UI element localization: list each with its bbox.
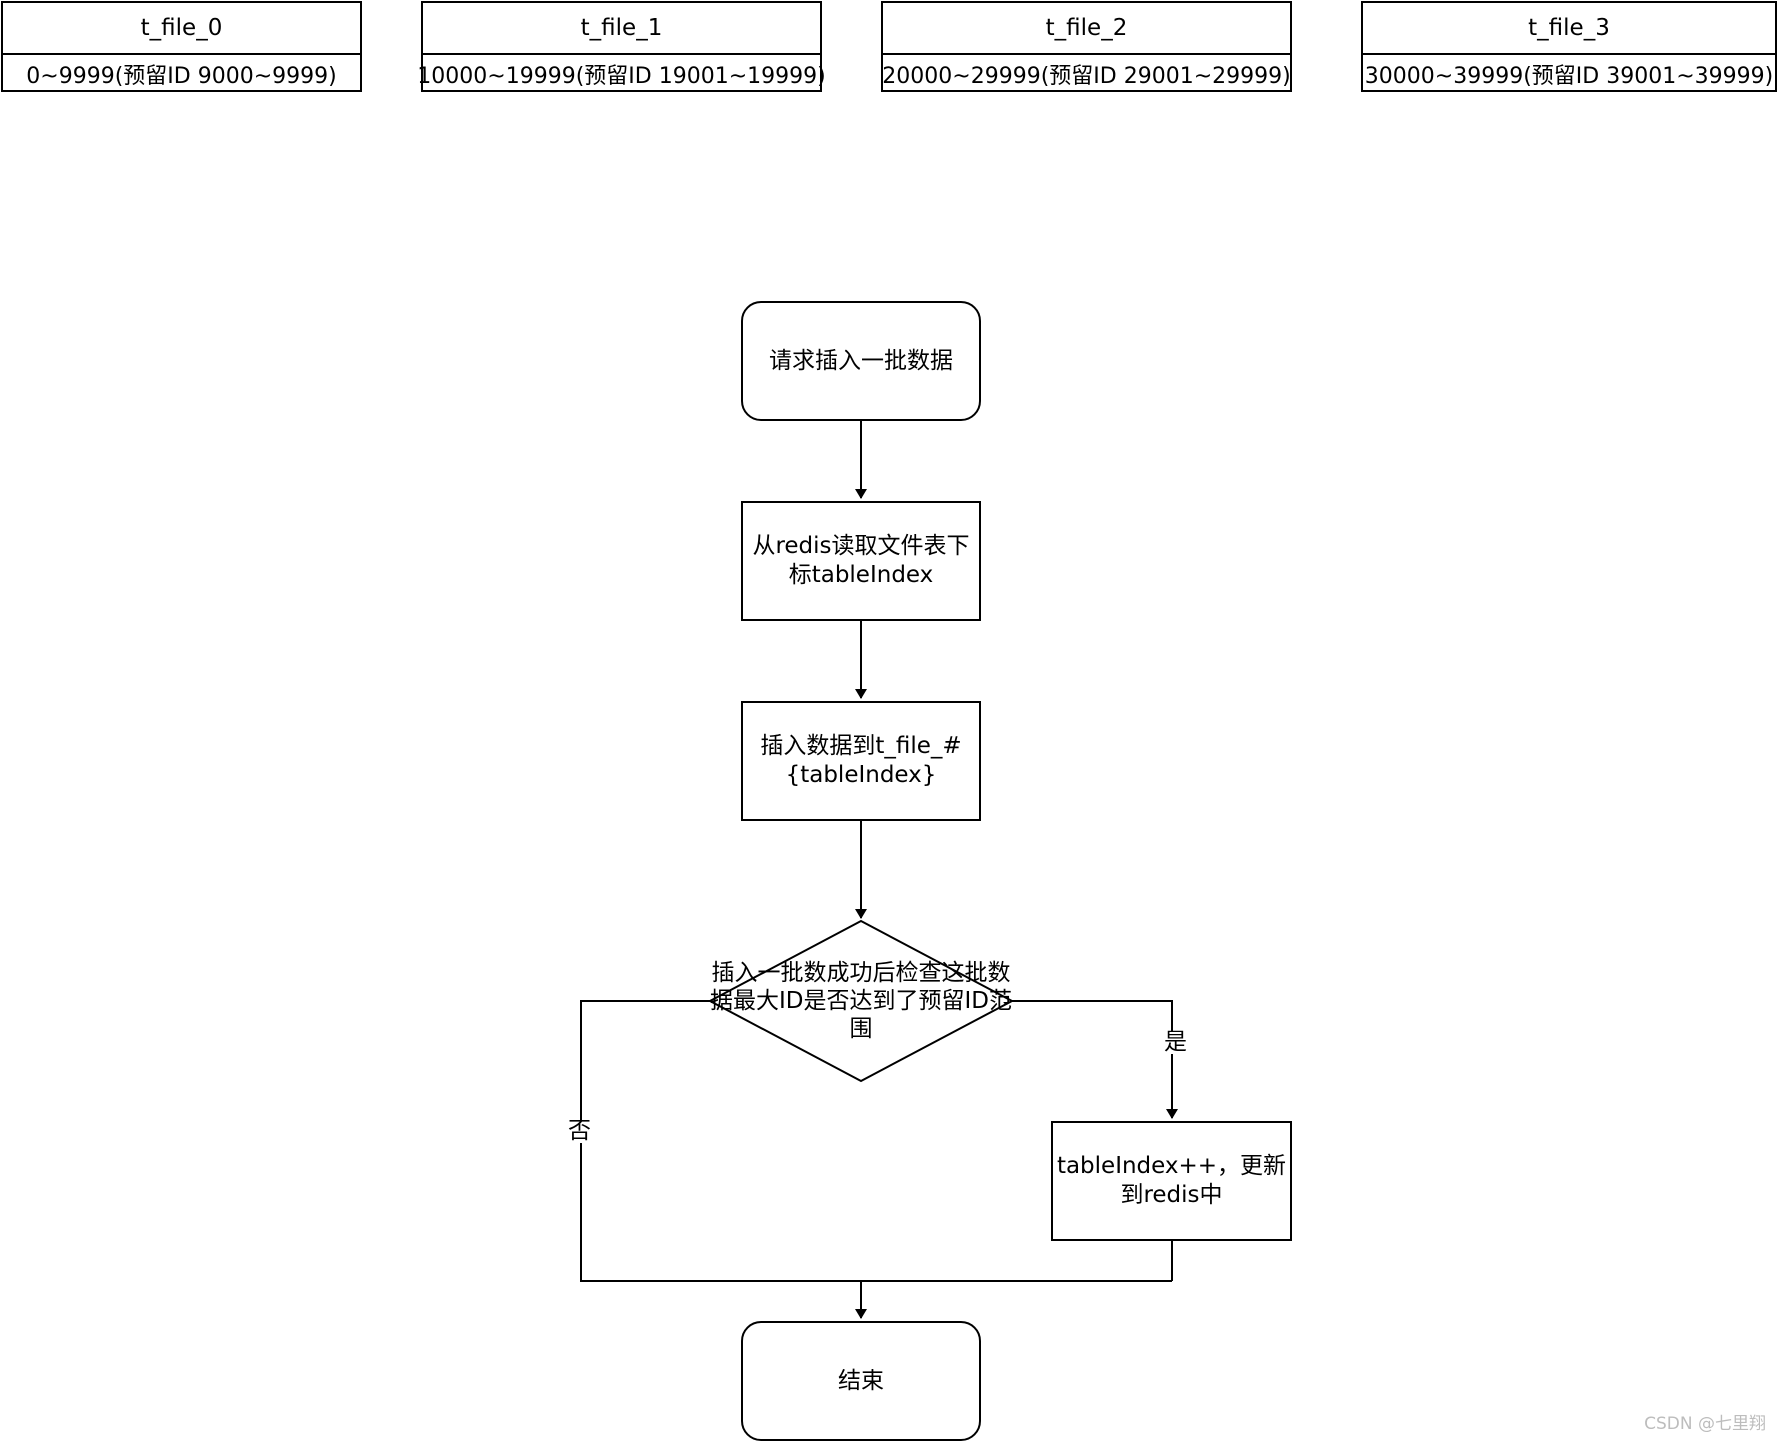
yes-label: 是 <box>1164 1029 1187 1055</box>
decision-text: 插入一批数成功后检查这批数据最大ID是否达到了预留ID范围 <box>710 959 1012 1043</box>
table-box-t-file-3: t_file_3 30000~39999(预留ID 39001~39999) <box>1361 1 1777 92</box>
table-id-range: 0~9999(预留ID 9000~9999) <box>26 63 337 89</box>
table-box-t-file-0: t_file_0 0~9999(预留ID 9000~9999) <box>1 1 362 92</box>
start-node: 请求插入一批数据 <box>741 301 981 421</box>
table-id-range: 30000~39999(预留ID 39001~39999) <box>1364 63 1774 89</box>
start-node-text: 请求插入一批数据 <box>769 347 953 374</box>
table-name: t_file_2 <box>883 3 1290 55</box>
increment-node-text: tableIndex++，更新到redis中 <box>1056 1153 1287 1208</box>
read-index-node-text: 从redis读取文件表下标tableIndex <box>752 533 970 588</box>
watermark: CSDN @七里翔 <box>1644 1414 1766 1434</box>
read-index-node: 从redis读取文件表下标tableIndex <box>741 501 981 621</box>
table-id-range: 20000~29999(预留ID 29001~29999) <box>882 63 1291 89</box>
table-name: t_file_1 <box>423 3 820 55</box>
end-node-text: 结束 <box>838 1367 884 1394</box>
table-box-t-file-2: t_file_2 20000~29999(预留ID 29001~29999) <box>881 1 1292 92</box>
no-label: 否 <box>568 1118 591 1144</box>
end-node: 结束 <box>741 1321 981 1441</box>
increment-node: tableIndex++，更新到redis中 <box>1051 1121 1292 1241</box>
decision-diamond <box>707 919 1015 1083</box>
table-id-range: 10000~19999(预留ID 19001~19999) <box>417 63 826 89</box>
table-name: t_file_0 <box>3 3 360 55</box>
insert-node: 插入数据到t_file_#{tableIndex} <box>741 701 981 821</box>
table-box-t-file-1: t_file_1 10000~19999(预留ID 19001~19999) <box>417 1 826 92</box>
table-name: t_file_3 <box>1363 3 1775 55</box>
insert-node-text: 插入数据到t_file_#{tableIndex} <box>760 733 962 788</box>
arrow-yes-branch <box>1012 1000 1178 1119</box>
